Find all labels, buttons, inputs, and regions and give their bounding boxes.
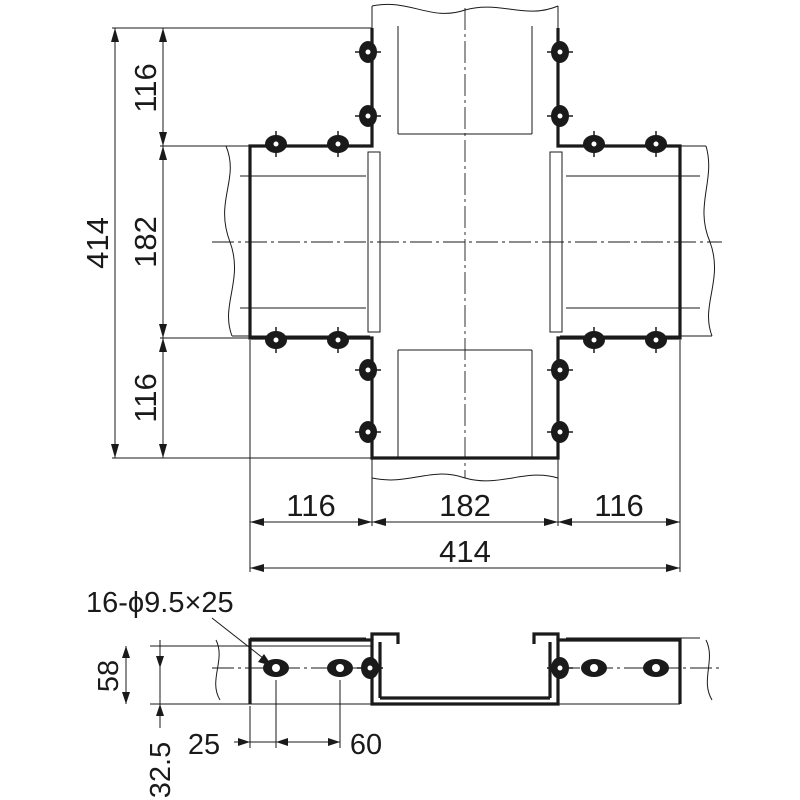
left-duct — [224, 145, 381, 337]
bolt-icon — [547, 105, 573, 127]
bolt-icon — [645, 327, 667, 353]
plan-view: 414 116 182 116 116 182 116 414 — [80, 3, 722, 572]
dim-label-left-top: 116 — [128, 63, 163, 112]
bolt-icon — [265, 131, 287, 157]
bolt-icon — [547, 421, 573, 443]
bolt-icon — [327, 131, 349, 157]
side-channel-outline — [248, 638, 682, 706]
dim-label-left-mid: 182 — [128, 216, 163, 268]
bolt-icon — [355, 41, 381, 63]
dim-label-top-total: 414 — [439, 534, 491, 569]
bolt-icon — [547, 41, 573, 63]
bolt-group — [265, 41, 667, 443]
dim-label-left-total: 414 — [80, 217, 115, 269]
bolt-icon — [547, 359, 573, 381]
dim-label-hole-edge: 25 — [188, 729, 220, 761]
dim-label-top-left: 116 — [286, 488, 335, 523]
dim-label-hole-pitch: 60 — [350, 729, 382, 761]
dim-label-top-center: 182 — [439, 488, 491, 523]
slot-hole-icon — [581, 659, 607, 677]
bolt-icon — [355, 105, 381, 127]
side-bolt-group — [263, 657, 669, 679]
bolt-icon — [355, 359, 381, 381]
horizontal-dimensions: 116 182 116 414 — [249, 340, 681, 572]
dim-label-side-offset: 32.5 — [145, 742, 177, 798]
dim-label-left-bottom: 116 — [128, 373, 163, 422]
hole-spec-label: 16-ϕ9.5×25 — [86, 587, 234, 619]
bolt-icon — [583, 327, 605, 353]
bolt-icon — [645, 131, 667, 157]
hole-spec-leader — [211, 617, 269, 663]
bolt-icon — [583, 131, 605, 157]
dim-label-side-height: 58 — [93, 660, 125, 692]
bolt-icon — [357, 657, 383, 679]
dim-label-top-right: 116 — [594, 488, 643, 523]
side-view: 16-ϕ9.5×25 58 32.5 25 60 — [86, 587, 722, 798]
bolt-icon — [355, 421, 381, 443]
slot-hole-icon — [327, 659, 353, 677]
bolt-icon — [547, 657, 573, 679]
right-duct — [549, 145, 715, 337]
bolt-icon — [265, 327, 287, 353]
vertical-dimensions: 414 116 182 116 — [80, 27, 372, 459]
bolt-icon — [327, 327, 349, 353]
slot-hole-icon — [643, 659, 669, 677]
